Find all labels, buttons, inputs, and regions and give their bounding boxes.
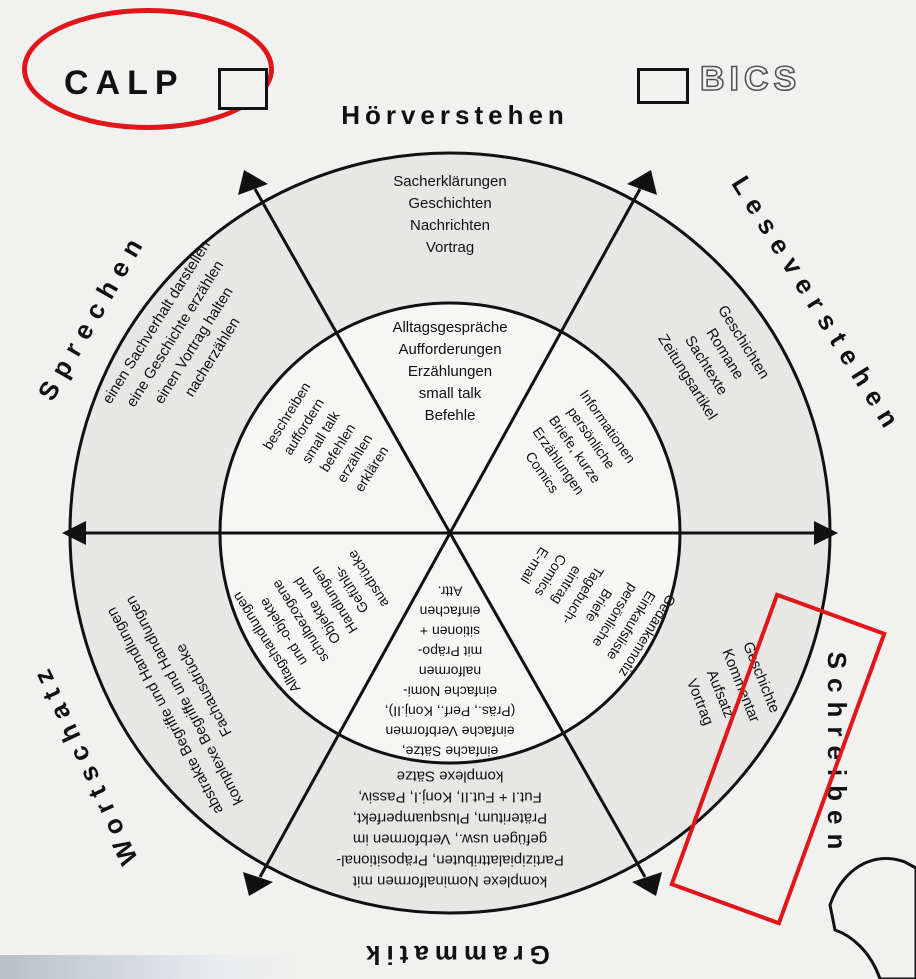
bics-label: BICS [699, 59, 802, 99]
arrowhead-bottom-left [243, 872, 273, 896]
inner-ring-grammatik-examples: einfache Sätze, einfache Verbformen (Präs.… [385, 583, 516, 759]
outer-ring-hoerverstehen-line: Vortrag [426, 239, 474, 256]
bics-checkbox [637, 68, 689, 104]
inner-ring-grammatik-line: (Präs., Perf., Konj.II), [385, 703, 516, 719]
arrowhead-left [62, 521, 86, 545]
inner-ring-hoerverstehen-line: Befehle [425, 407, 476, 424]
inner-ring-grammatik-line: einfache Sätze, [402, 743, 499, 759]
outer-ring-grammatik-examples: komplexe Nominalformen mit Partizipialatt… [336, 768, 564, 890]
outer-ring-grammatik-line: komplexe Sätze [397, 768, 504, 785]
outer-ring-hoerverstehen-examples: SacherklärungenGeschichtenNachrichtenVor… [393, 173, 506, 256]
outer-ring-hoerverstehen-line: Geschichten [408, 195, 491, 212]
skill-title-grammatik: Grammatik [360, 940, 550, 970]
inner-ring-grammatik-line: Attr. [438, 583, 463, 599]
outer-ring-grammatik-line: Präteritum, Plusquamperfekt, [353, 810, 547, 827]
outer-ring-grammatik-line: gefügen usw., Verbformen im [353, 831, 547, 848]
inner-ring-hoerverstehen-examples: AlltagsgesprächeAufforderungenErzählunge… [392, 319, 507, 424]
inner-ring-grammatik-line: einfache Nomi- [403, 683, 497, 699]
arrowhead-right [814, 521, 838, 545]
calp-checkbox [218, 68, 268, 110]
calp-label: CALP [64, 64, 185, 102]
inner-ring-hoerverstehen-line: Erzählungen [408, 363, 492, 380]
outer-ring-hoerverstehen-line: Sacherklärungen [393, 173, 506, 190]
arrowhead-top-left [238, 170, 268, 195]
decorative-swoosh [0, 955, 300, 979]
calp-highlight: CALP [22, 8, 274, 130]
inner-ring-hoerverstehen-line: small talk [419, 385, 482, 402]
inner-ring-grammatik-line: sitionen + [420, 623, 480, 639]
arrowhead-bottom-right [632, 872, 662, 896]
arrowhead-top-right [627, 170, 657, 195]
outer-ring-grammatik-line: Fut.I + Fut.II, Konj.I, Passiv, [358, 789, 542, 806]
outer-ring-grammatik-line: Partizipialattributen, Präpositional- [336, 852, 564, 869]
outer-ring-grammatik-line: komplexe Nominalformen mit [352, 873, 547, 890]
outer-ring-hoerverstehen-line: Nachrichten [410, 217, 490, 234]
inner-ring-grammatik-line: mit Präpo- [417, 643, 482, 659]
inner-ring-hoerverstehen-line: Aufforderungen [398, 341, 501, 358]
inner-ring-grammatik-line: einfachen [420, 603, 481, 619]
inner-ring-hoerverstehen-line: Alltagsgespräche [392, 319, 507, 336]
inner-ring-grammatik-line: nalformen [419, 663, 481, 679]
skill-title-hoerverstehen: Hörverstehen [341, 100, 569, 130]
skill-title-schreiben: Schreiben [822, 652, 852, 859]
calp-red-oval [22, 8, 274, 130]
sketch-illustration-icon [828, 857, 916, 979]
inner-ring-grammatik-line: einfache Verbformen [385, 723, 514, 739]
